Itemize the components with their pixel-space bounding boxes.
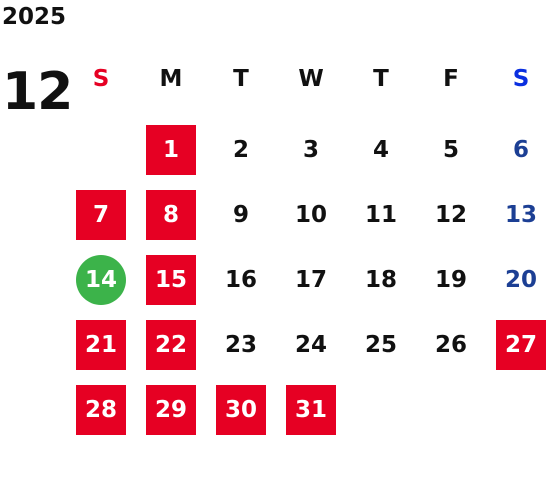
day-cell[interactable]: 12: [434, 202, 467, 228]
day-cell[interactable]: 11: [364, 202, 397, 228]
day-cell-holiday[interactable]: 30: [216, 385, 266, 435]
day-cell[interactable]: 17: [294, 267, 327, 293]
day-cell[interactable]: 4: [372, 137, 389, 163]
day-cell[interactable]: 19: [434, 267, 467, 293]
day-cell[interactable]: 25: [364, 332, 397, 358]
day-cell[interactable]: 16: [224, 267, 257, 293]
day-cell-holiday[interactable]: 27: [496, 320, 546, 370]
day-cell[interactable]: 10: [294, 202, 327, 228]
weekday-label: T: [233, 66, 249, 92]
day-cell[interactable]: 2: [232, 137, 249, 163]
calendar-year: 2025: [2, 4, 67, 30]
weekday-label: S: [512, 66, 530, 92]
day-cell-today[interactable]: 14: [76, 255, 126, 305]
day-cell[interactable]: 13: [504, 202, 537, 228]
day-cell[interactable]: 20: [504, 267, 537, 293]
day-cell-holiday[interactable]: 28: [76, 385, 126, 435]
day-cell[interactable]: 9: [232, 202, 249, 228]
day-cell[interactable]: 5: [442, 137, 459, 163]
day-cell-holiday[interactable]: 7: [76, 190, 126, 240]
day-cell[interactable]: 18: [364, 267, 397, 293]
day-cell-holiday[interactable]: 1: [146, 125, 196, 175]
day-cell[interactable]: 6: [512, 137, 529, 163]
day-cell-holiday[interactable]: 15: [146, 255, 196, 305]
weekday-label: T: [373, 66, 389, 92]
day-cell[interactable]: 3: [302, 137, 319, 163]
calendar-month: 12: [2, 62, 73, 122]
day-cell-holiday[interactable]: 22: [146, 320, 196, 370]
weekday-label: S: [92, 66, 110, 92]
day-cell-holiday[interactable]: 21: [76, 320, 126, 370]
day-cell[interactable]: 24: [294, 332, 327, 358]
weekday-label: M: [159, 66, 183, 92]
day-cell-holiday[interactable]: 8: [146, 190, 196, 240]
weekday-label: W: [298, 66, 324, 92]
day-cell-holiday[interactable]: 31: [286, 385, 336, 435]
weekday-label: F: [443, 66, 459, 92]
day-cell[interactable]: 23: [224, 332, 257, 358]
day-cell[interactable]: 26: [434, 332, 467, 358]
day-cell-holiday[interactable]: 29: [146, 385, 196, 435]
